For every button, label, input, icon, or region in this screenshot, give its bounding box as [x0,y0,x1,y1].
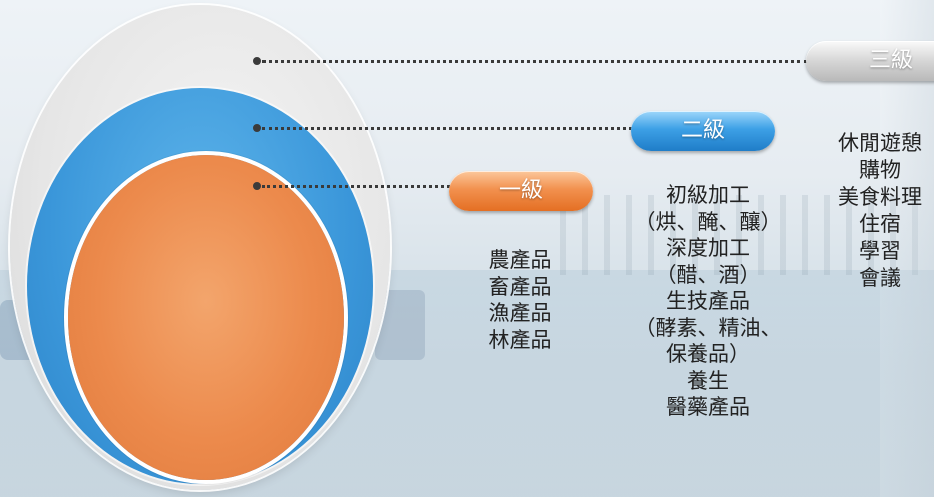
level3-item: 美食料理 [838,185,922,209]
level1-item: 畜產品 [488,274,552,299]
level2-item: （酵素、精油、 [634,315,782,340]
level2-item: （烘、醃、釀） [634,209,782,234]
level2-item: 生技產品 [666,289,750,313]
level1-badge-label: 一級 [498,178,543,203]
level2-item: 深度加工 [666,236,750,260]
level3-item: 購物 [859,158,901,182]
level1-ellipse [68,155,344,480]
level1-item: 漁產品 [488,301,552,325]
level1-connector-dot [253,182,261,190]
level3-item: 休閒遊憩 [838,131,922,155]
level3-badge-label: 三級 [868,48,913,73]
level2-item: 保養品） [666,342,750,366]
level3-item: 住宿 [859,212,901,236]
level1-item: 農產品 [488,248,552,272]
level2-badge: 二級 [631,111,775,151]
level3-item-list: 休閒遊憩 購物 美食料理 住宿 學習 會議 [826,130,934,292]
level2-item: 醫藥產品 [666,395,750,419]
level2-badge-label: 二級 [680,118,725,143]
level3-connector-dot [253,57,261,65]
level2-connector-dot [253,124,261,132]
level3-badge: 三級 [806,41,934,81]
level1-leader-line [262,185,450,188]
level2-item: 初級加工 [666,183,750,207]
level1-item: 林產品 [488,327,552,352]
level2-item-list: 初級加工 （烘、醃、釀） 深度加工 （醋、酒） 生技產品 （酵素、精油、 保養品… [613,182,803,421]
level1-item-list: 農產品 畜產品 漁產品 林產品 [470,247,570,353]
level3-leader-line [262,60,808,63]
level2-leader-line [262,127,632,130]
level1-badge: 一級 [449,171,593,211]
level2-item: （醋、酒） [655,262,761,287]
level3-item: 學習 [859,239,901,263]
level3-item: 會議 [859,266,901,290]
level2-item: 養生 [687,368,729,393]
